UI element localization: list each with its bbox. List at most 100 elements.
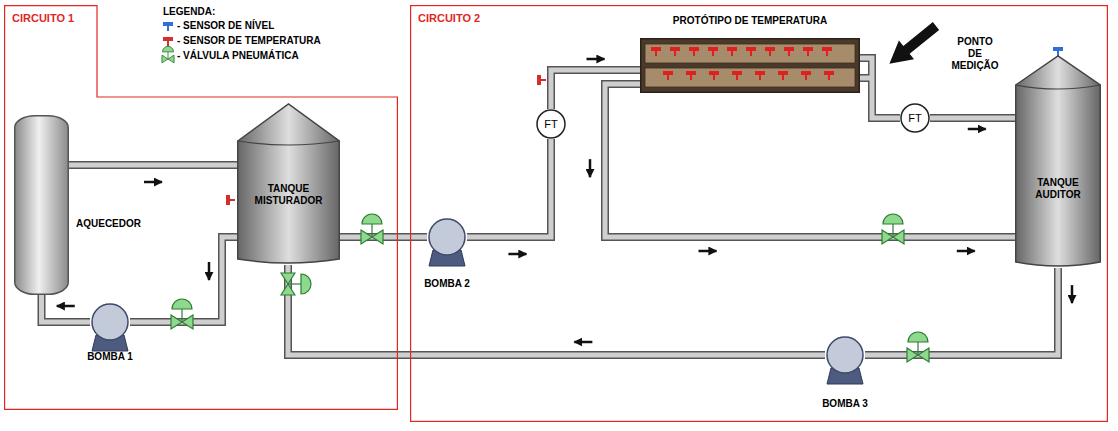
pneumatic-valve: [361, 214, 383, 244]
pipe-wall: [69, 161, 237, 169]
temperature-sensor: [709, 71, 719, 80]
legend-text: - VÁLVULA PNEUMÁTICA: [177, 50, 299, 62]
temperature-prototype: PROTÓTIPO DE TEMPERATURA: [640, 38, 860, 93]
pipe-wall: [605, 84, 1015, 237]
temperature-sensor: [765, 47, 775, 56]
pipe-connector: [590, 84, 1015, 251]
temperature-sensor: [784, 47, 794, 56]
temperature-sensor: [803, 47, 813, 56]
level-sensor: [1053, 47, 1063, 56]
flow-arrow: [574, 341, 592, 344]
flow-transmitter: FT: [536, 109, 566, 139]
pump-outline: [825, 336, 865, 386]
temperature-sensor: [663, 71, 673, 80]
pipe-connector: [467, 139, 551, 254]
pipe-wall: [42, 295, 91, 322]
temperature-sensor: [651, 47, 661, 56]
temperature-sensor: [801, 71, 811, 80]
pneumatic-valve: [882, 214, 904, 244]
node-label: BOMBA 3: [805, 398, 885, 410]
flow-arrow: [957, 250, 975, 253]
temperature-sensor: [226, 195, 235, 205]
legend-heading: LEGENDA:: [163, 6, 215, 18]
pipe-connector: [860, 58, 900, 118]
heater-tank-outline: [14, 115, 69, 295]
flow-arrow: [208, 262, 211, 280]
flow-arrow: [144, 181, 162, 184]
node-label: BOMBA 2: [407, 278, 487, 290]
temperature-sensor: [755, 71, 765, 80]
instrument-circle: [537, 110, 565, 138]
temperature-prototype-outline: [640, 38, 860, 93]
pump-body: [827, 337, 863, 373]
tank-rim: [1016, 85, 1101, 89]
pipe-core: [930, 116, 1015, 121]
legend-text: - SENSOR DE NÍVEL: [177, 20, 274, 32]
temperature-sensor: [778, 71, 788, 80]
temperature-sensor: [727, 47, 737, 56]
pipe-wall: [865, 268, 1058, 355]
node-label: PROTÓTIPO DE TEMPERATURA: [620, 15, 880, 27]
flow-arrow: [699, 250, 717, 253]
level-sensor-icon: [163, 22, 173, 31]
node-label: FT: [900, 111, 930, 125]
legend-text: - SENSOR DE TEMPERATURA: [177, 35, 321, 47]
pneumatic-valve: [907, 332, 929, 362]
temperature-sensor: [732, 71, 742, 80]
tank-body: [1016, 56, 1101, 266]
flow-arrow: [587, 58, 605, 61]
flow-arrow: [589, 159, 592, 177]
pipe-connector: [42, 295, 91, 322]
circuit-region: CIRCUITO 2 PROTÓTIPO DE TEMPERATURA FT FT TA…: [410, 5, 1108, 422]
pipe-core: [288, 265, 825, 355]
temperature-sensor-icon: [163, 37, 173, 46]
node-label: TANQUE AUDITOR: [1019, 177, 1097, 201]
temperature-sensor: [686, 71, 696, 80]
pipe-wall: [467, 139, 551, 237]
pump-body: [92, 304, 128, 340]
temperature-sensor: [689, 47, 699, 56]
instrument-circle: [901, 104, 929, 132]
node-label: AQUECEDOR: [76, 218, 141, 230]
temperature-sensor: [670, 47, 680, 56]
circuit-region: CIRCUITO 1 AQUECEDOR TANQUE MISTURADOR BOMB…: [4, 5, 398, 410]
heater-tank: AQUECEDOR: [14, 115, 69, 295]
pipe-connector: [288, 265, 825, 355]
region-outline: [5, 6, 398, 410]
pipe-core: [42, 295, 91, 322]
pipe-group: [42, 58, 1073, 355]
pipe-wall: [288, 265, 825, 355]
flow-arrow: [1071, 285, 1074, 303]
flow-arrow: [968, 128, 986, 131]
tank-body: [238, 104, 340, 263]
prototype-tray: [645, 68, 855, 87]
pump-outline: [90, 303, 130, 353]
node-label: FT: [536, 117, 566, 131]
node-label: TANQUE MISTURADOR: [243, 183, 334, 207]
pump: BOMBA 1: [90, 303, 130, 353]
flow-arrow: [508, 253, 526, 256]
pump: BOMBA 3: [825, 336, 865, 386]
pipe-core: [551, 70, 640, 109]
node-label: CIRCUITO 2: [418, 12, 480, 25]
pipe-stub: [860, 76, 874, 81]
auditor-tank-outline: [1015, 55, 1101, 268]
temperature-sensor-row: [651, 47, 832, 56]
prototype-frame: [641, 39, 860, 93]
pump-outline: [427, 218, 467, 268]
flow-arrow: [57, 305, 75, 308]
mixing-tank: TANQUE MISTURADOR: [237, 103, 340, 265]
tank-rim: [238, 141, 340, 145]
pipe-connector: [930, 118, 1015, 129]
temperature-sensor-row: [663, 71, 834, 80]
pipe-wall: [860, 58, 900, 118]
pipe-wall: [930, 114, 1015, 122]
pump: BOMBA 2: [427, 218, 467, 268]
pipe-core: [865, 268, 1058, 355]
pipe-connector: [69, 165, 237, 182]
node-label: CIRCUITO 1: [12, 12, 74, 25]
temperature-sensor: [537, 75, 546, 85]
